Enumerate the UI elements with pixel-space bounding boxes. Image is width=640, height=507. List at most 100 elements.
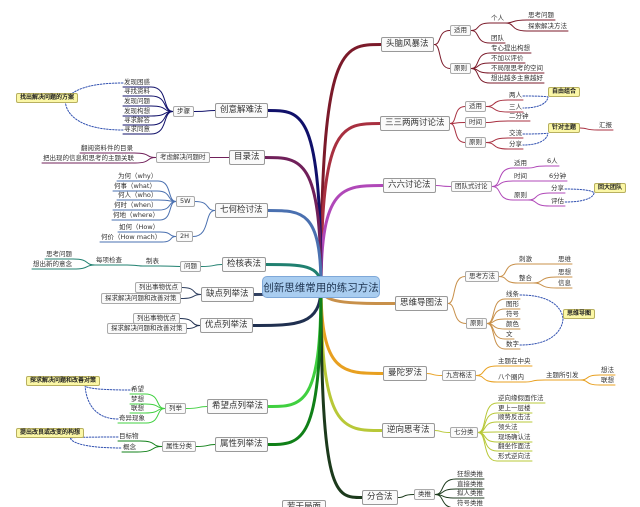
leaf-topic: 翻坐作面法 [498, 442, 531, 450]
leaf-topic: 翻阅资料件的目录 [81, 144, 133, 152]
subtopic: 探求解决问题和改善对策 [101, 293, 181, 304]
connector-line [447, 303, 467, 324]
callout-note: 针对主题 [548, 123, 581, 133]
connector-line [121, 446, 163, 453]
branch-topic: 逆向思考法 [382, 423, 435, 438]
leaf-topic: 专心提出构想 [491, 44, 530, 52]
subtopic: 原则 [466, 318, 487, 329]
leaf-topic: 发现问题 [124, 97, 150, 105]
leaf-topic: 汇报 [599, 121, 612, 129]
leaf-topic: 概念 [123, 443, 136, 451]
leaf-topic: 个人 [491, 14, 504, 22]
leaf-topic: 想法 [601, 366, 614, 374]
connector-line [186, 325, 201, 329]
connector-line [117, 408, 166, 424]
leaf-topic: 寻求同意 [124, 125, 150, 133]
leaf-topic: 信息 [558, 279, 571, 287]
leaf-topic: 联想 [131, 404, 144, 412]
subtopic: 属性分类 [162, 441, 196, 452]
connector-line [69, 436, 123, 449]
connector-line [522, 132, 549, 146]
branch-topic: 若干局面 [282, 500, 327, 507]
connector-line [527, 199, 566, 207]
leaf-topic: 思维 [558, 255, 571, 263]
connector-line [449, 106, 466, 124]
connector-line [522, 95, 549, 109]
branch-topic: 缺点列举法 [201, 287, 254, 302]
leaf-topic: 何时（when） [114, 201, 158, 209]
leaf-topic: 寻找资料 [124, 87, 150, 95]
subtopic: 九宫格法 [442, 370, 476, 381]
connector-line [41, 157, 157, 164]
callout-note: 回大团队 [594, 183, 627, 193]
leaf-topic: 奇异现象 [119, 414, 145, 422]
leaf-topic: 二分钟 [509, 112, 529, 120]
connector-line [434, 494, 452, 507]
leaf-topic: 为何（why） [118, 172, 158, 180]
leaf-topic: 制表 [146, 257, 159, 265]
connector-line [449, 123, 466, 143]
leaf-topic: 6人 [547, 157, 558, 165]
connector-line [433, 44, 451, 69]
leaf-topic: 每项检查 [96, 256, 122, 264]
connector-line [266, 285, 323, 408]
connector-line [185, 406, 208, 409]
connector-line [498, 276, 534, 284]
leaf-topic: 探索解决方法 [528, 22, 567, 30]
connector-line [84, 385, 131, 420]
branch-topic: 属性列举法 [215, 437, 268, 452]
leaf-topic: 目标物 [119, 432, 139, 440]
leaf-topic: 八个圈内 [498, 373, 524, 381]
connector-line [319, 122, 382, 289]
leaf-topic: 评估 [551, 197, 564, 205]
leaf-topic: 时间 [514, 172, 527, 180]
leaf-topic: 直接类推 [457, 480, 483, 488]
connector-line [266, 209, 323, 289]
branch-topic: 创意解难法 [215, 103, 268, 118]
central-topic: 创新思维常用的练习方法 [262, 276, 380, 298]
connector-line [491, 186, 529, 201]
subtopic: 原则 [465, 137, 486, 148]
leaf-topic: 分享 [509, 140, 522, 148]
branch-topic: 七何检讨法 [215, 203, 268, 218]
connector-line [122, 111, 174, 135]
leaf-topic: 逆向缘假面作法 [498, 394, 544, 402]
callout-note: 找出解决问题的方案 [16, 93, 79, 103]
leaf-topic: 顺势反击法 [498, 413, 531, 421]
leaf-topic: 符号 [506, 310, 519, 318]
leaf-topic: 狂想类推 [457, 470, 483, 478]
leaf-topic: 交流 [509, 129, 522, 137]
connector-line [435, 185, 452, 187]
connector-line [524, 379, 581, 383]
connector-line [180, 294, 202, 299]
connector-line [263, 156, 323, 289]
connector-line [447, 276, 466, 304]
connector-line [579, 127, 614, 131]
connector-line [519, 294, 564, 346]
branch-topic: 分合法 [362, 490, 398, 505]
leaf-topic: 三人 [509, 103, 522, 111]
subtopic: 团队式讨论 [451, 181, 492, 192]
connector-line [144, 265, 181, 267]
leaf-topic: 颜色 [506, 320, 519, 328]
connector-line [486, 323, 521, 350]
connector-line [527, 165, 560, 169]
branch-topic: 目录法 [229, 150, 265, 165]
leaf-topic: 不局限思考的空间 [491, 64, 543, 72]
connector-line [111, 201, 177, 221]
connector-line [491, 180, 529, 187]
connector-line [477, 432, 533, 462]
leaf-topic: 联想 [601, 376, 614, 384]
connector-line [470, 30, 506, 44]
connector-line [470, 68, 545, 84]
connector-line [319, 285, 364, 499]
leaf-topic: 两人 [509, 91, 522, 99]
leaf-topic: 形式逆向法 [498, 452, 531, 460]
connector-line [485, 142, 524, 150]
subtopic: 探求解决问题和改善对策 [107, 323, 187, 334]
leaf-topic: 把出现的信息和思考的主题关联 [43, 154, 134, 162]
leaf-topic: 刺激 [519, 255, 532, 263]
leaf-topic: 数字 [506, 340, 519, 348]
subtopic: 七分类 [450, 427, 478, 438]
connector-line [94, 264, 146, 267]
